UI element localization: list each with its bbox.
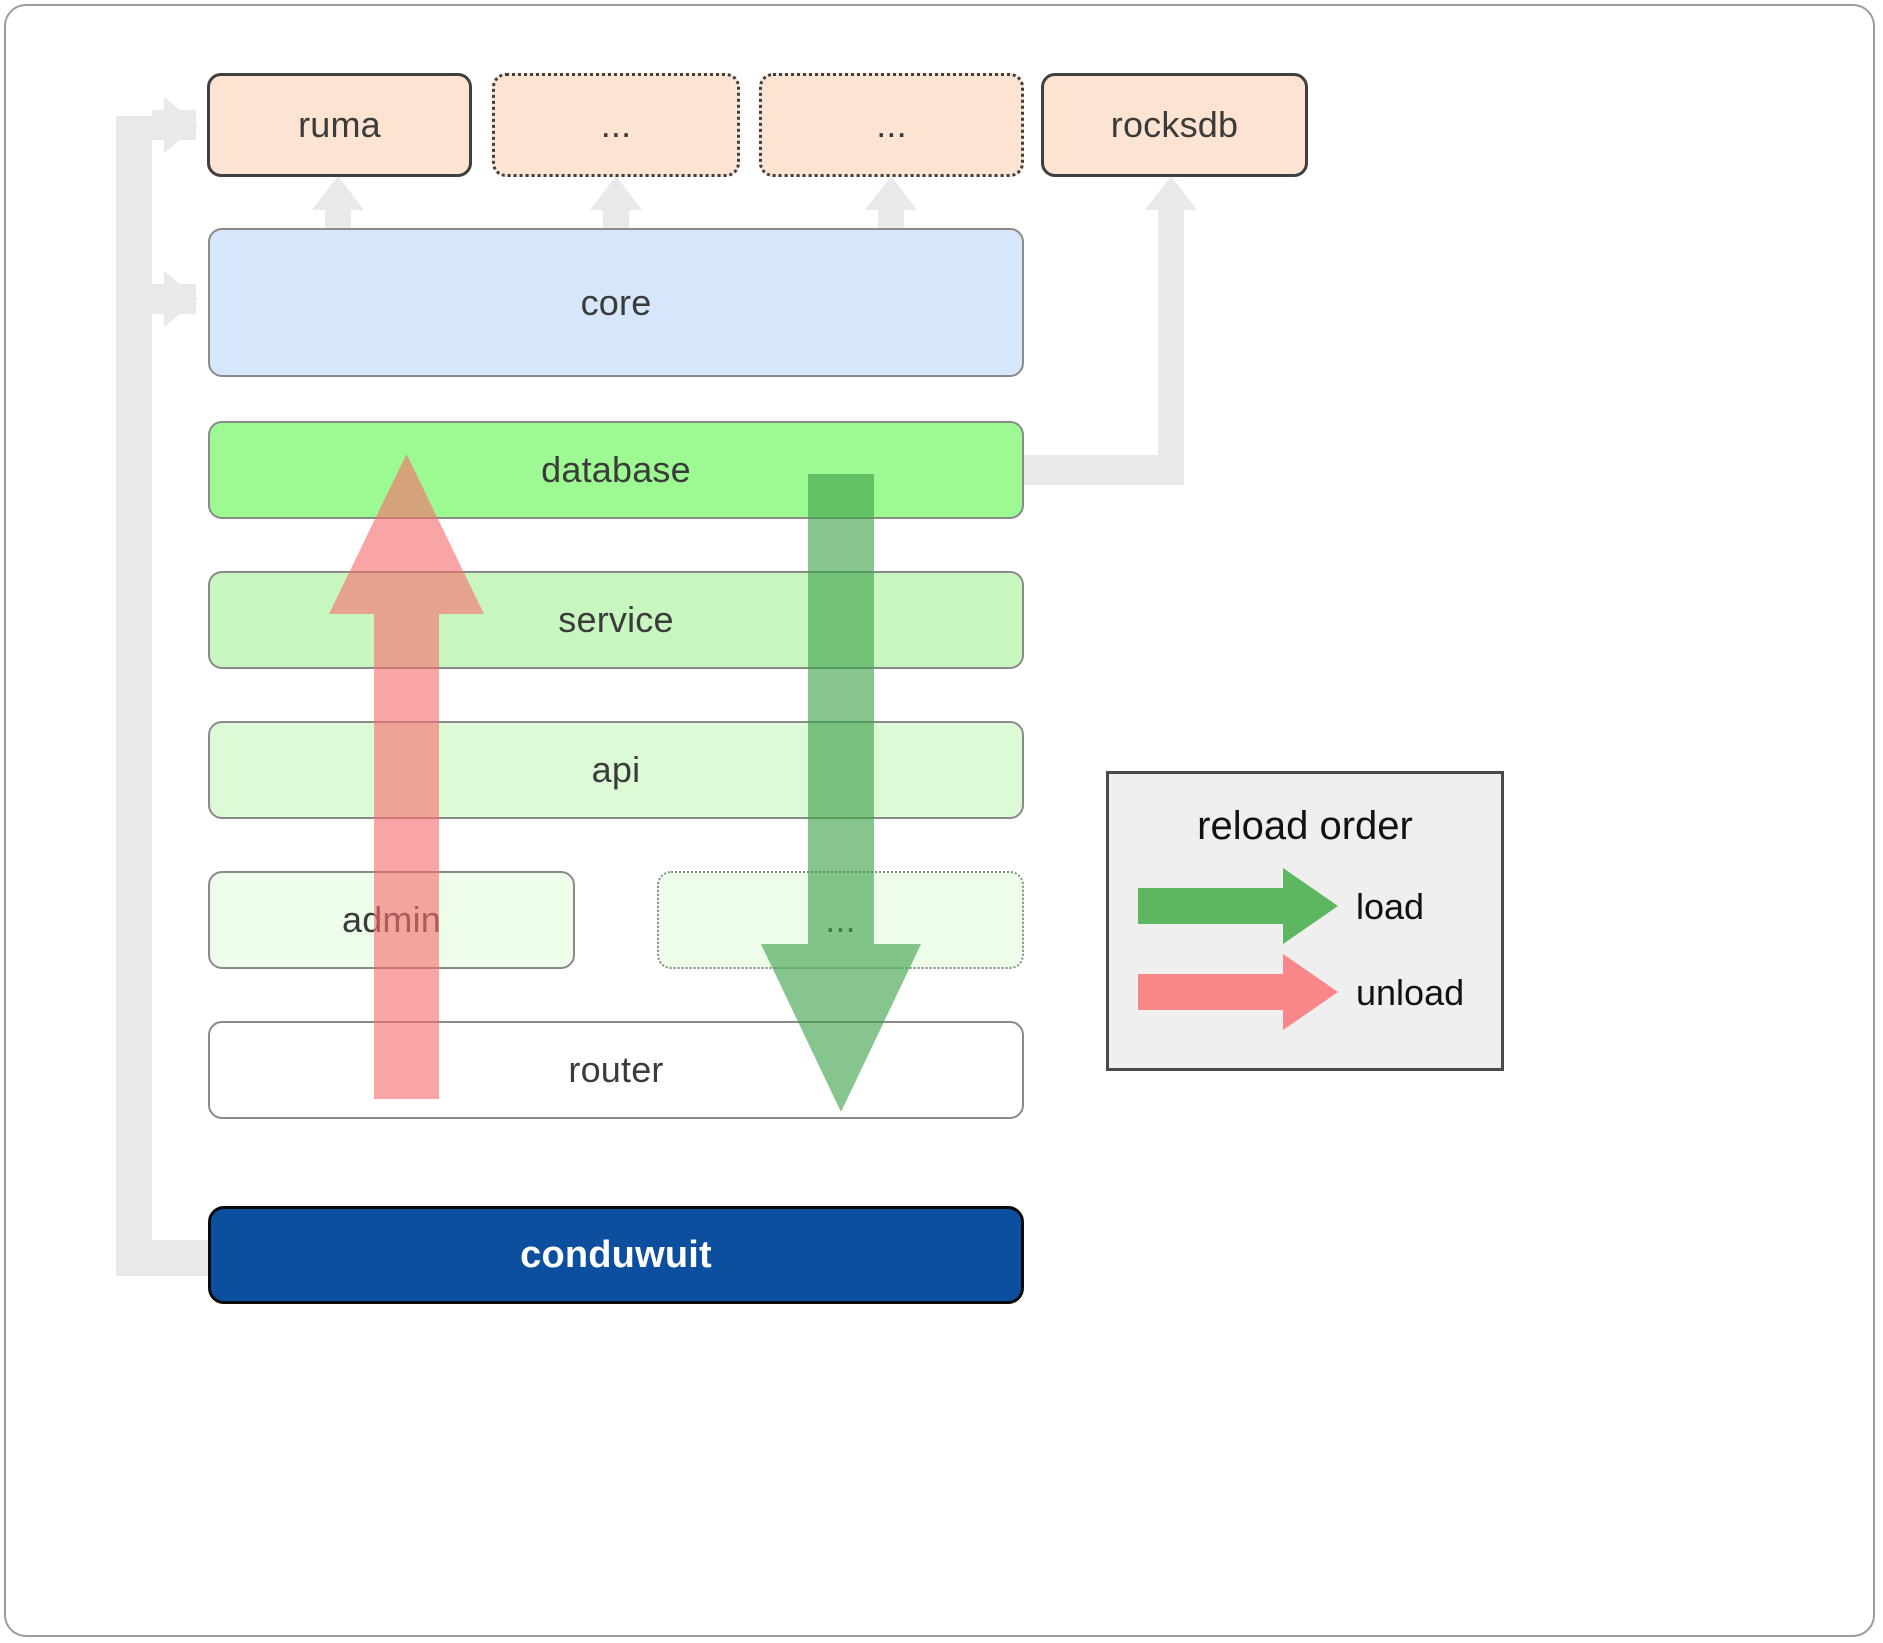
dependency-box-ruma[interactable]: ruma — [207, 73, 472, 177]
connector-arrowhead-ruma — [164, 97, 198, 153]
layer-label: api — [591, 749, 641, 790]
diagram-canvas: ruma ... ... rocksdb core database servi… — [4, 4, 1875, 1637]
connector-arrowhead-core — [164, 271, 198, 327]
connector-core-to-ruma-head — [312, 176, 364, 210]
dependency-label: ... — [600, 104, 632, 145]
legend-title: reload order — [1197, 804, 1413, 848]
connector-database-to-rocksdb-horizontal — [1024, 455, 1179, 485]
legend-label-load: load — [1356, 886, 1425, 927]
layer-box-core[interactable]: core — [208, 228, 1024, 377]
dependency-label: rocksdb — [1110, 104, 1239, 145]
layer-label: service — [558, 599, 674, 640]
dependency-label: ruma — [298, 104, 381, 145]
connector-core-to-dep3-head — [865, 176, 917, 210]
dependency-label: ... — [876, 104, 907, 145]
layer-label: core — [580, 281, 652, 323]
dependency-box-rocksdb[interactable]: rocksdb — [1041, 73, 1308, 177]
legend-unload-arrow-icon — [1138, 954, 1338, 1030]
legend-load-arrow-icon — [1138, 868, 1338, 944]
binary-box-conduwuit[interactable]: conduwuit — [208, 1206, 1024, 1304]
layer-label: database — [541, 449, 691, 490]
layer-label: router — [568, 1049, 664, 1090]
unload-flow-arrow — [324, 454, 489, 1099]
layer-box-router[interactable]: router — [208, 1021, 1024, 1119]
connector-core-to-dep2-head — [590, 176, 642, 210]
legend-label-unload: unload — [1356, 972, 1465, 1013]
load-flow-arrow — [756, 474, 926, 1112]
binary-label: conduwuit — [520, 1233, 712, 1276]
connector-database-to-rocksdb-head — [1145, 176, 1197, 210]
layer-box-api[interactable]: api — [208, 721, 1024, 819]
dependency-box-placeholder-1[interactable]: ... — [492, 73, 740, 177]
dependency-box-placeholder-2[interactable]: ... — [759, 73, 1024, 177]
connector-database-to-rocksdb-vertical — [1158, 202, 1184, 485]
